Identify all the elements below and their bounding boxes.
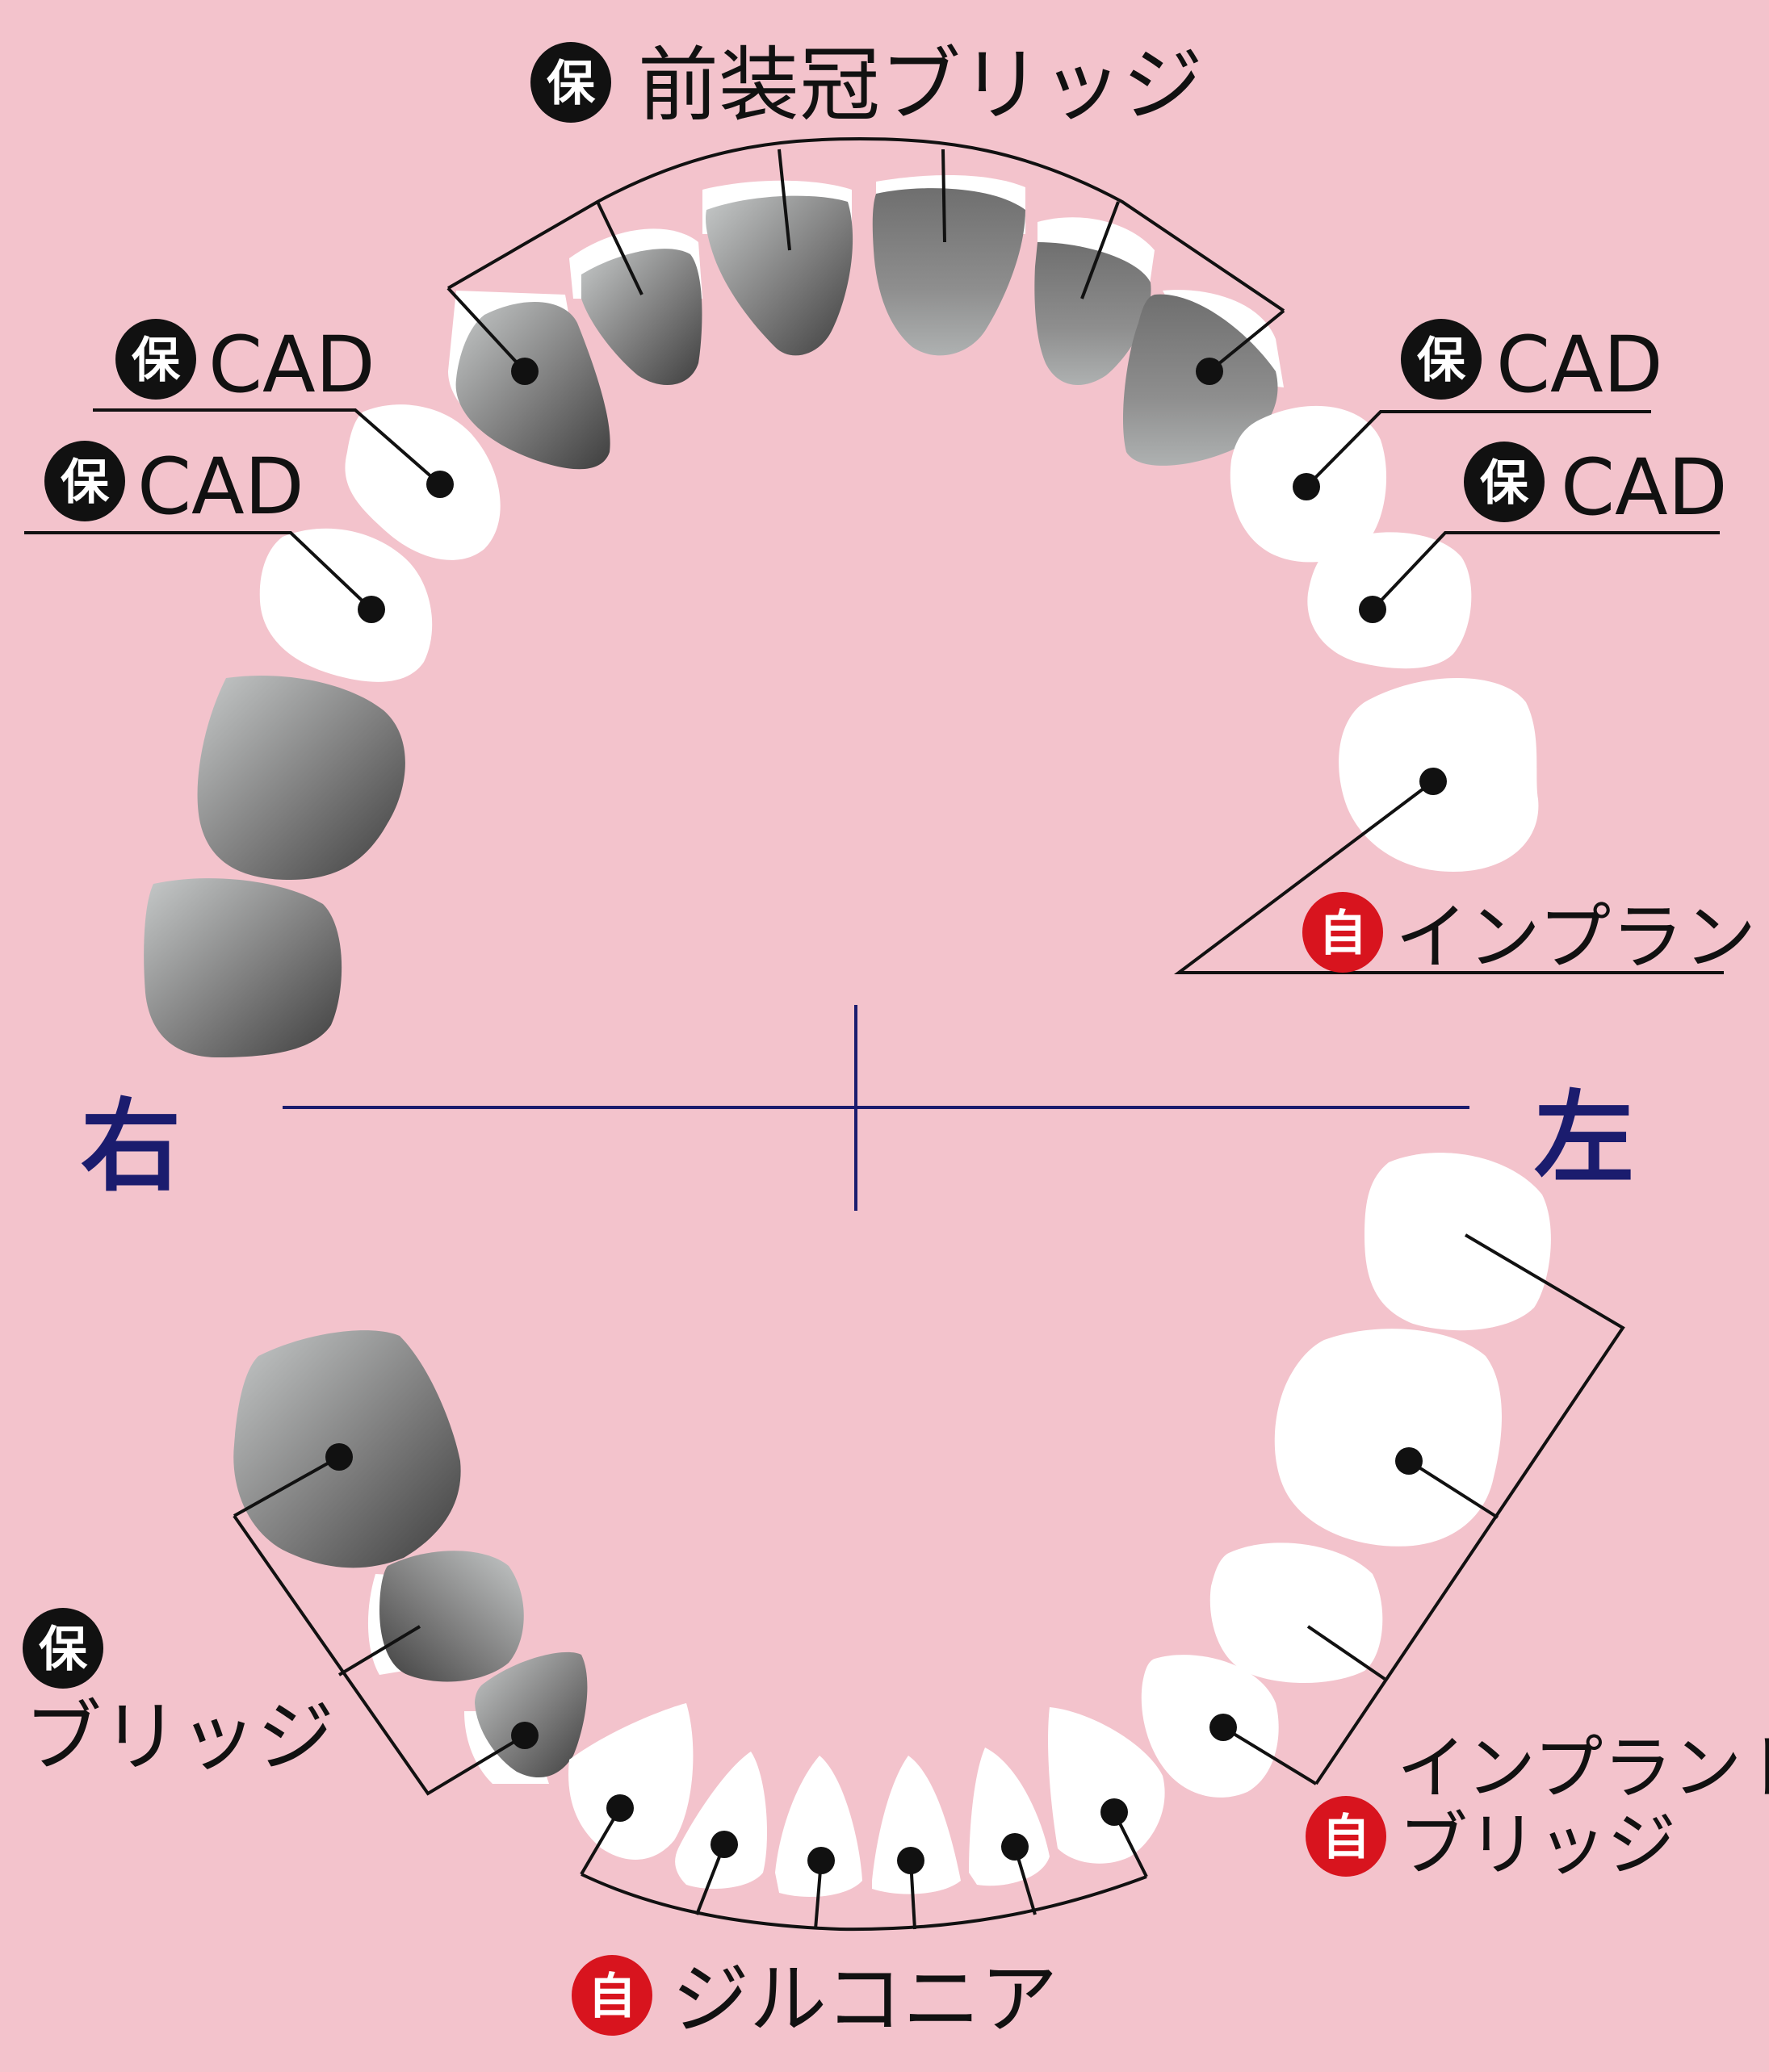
label-upper-front-bridge: 保 前装冠ブリッジ xyxy=(530,38,1203,132)
lower-left-implant-bridge-line2: ブリッジ xyxy=(1398,1805,1676,1886)
self-pay-badge-text: 自 xyxy=(1322,1810,1370,1866)
insurance-badge xyxy=(1464,442,1545,522)
lower-front-zirconia-text: ジルコニア xyxy=(672,1954,1058,2045)
right-side-label: 右 xyxy=(81,1089,181,1205)
lower-right-bridge-text: ブリッジ xyxy=(24,1692,334,1782)
label-cad-upper-right-1: 保 CAD xyxy=(115,319,375,410)
lower-left-implant-bridge-line1: インプラント xyxy=(1397,1728,1769,1809)
left-side-label: 左 xyxy=(1534,1081,1634,1197)
insurance-badge-text: 保 xyxy=(1417,333,1466,389)
tooth-lower-right-4 xyxy=(475,1651,588,1778)
self-pay-badge xyxy=(1306,1796,1386,1877)
tooth-lower-left-6 xyxy=(1274,1329,1502,1547)
leader-dots xyxy=(325,358,1447,1874)
label-cad-upper-left-2: 保 CAD xyxy=(1464,442,1728,533)
cad-upper-left-1-text: CAD xyxy=(1496,320,1663,410)
label-cad-upper-right-2: 保 CAD xyxy=(44,441,304,532)
tooth-lower-right-2 xyxy=(675,1752,767,1889)
insurance-badge-text: 保 xyxy=(547,56,596,112)
insurance-badge-text: 保 xyxy=(39,1622,88,1678)
implant-upper-left-text: インプラント xyxy=(1395,895,1769,980)
cad-upper-right-2-text: CAD xyxy=(137,442,304,532)
label-lower-front-zirconia: 自 ジルコニア xyxy=(572,1954,1058,2045)
tooth-upper-left-1 xyxy=(872,188,1025,356)
tooth-lower-left-1 xyxy=(872,1756,961,1894)
self-pay-badge-text: 自 xyxy=(1318,906,1367,962)
tooth-upper-left-5 xyxy=(1307,532,1472,669)
insurance-badge xyxy=(115,319,196,400)
label-implant-upper-left: 自 インプラント xyxy=(1302,892,1769,980)
tooth-lower-right-5 xyxy=(379,1551,524,1682)
label-lower-left-implant-bridge: インプラント 自 ブリッジ xyxy=(1306,1728,1769,1886)
insurance-badge xyxy=(530,42,611,123)
tooth-upper-right-3 xyxy=(455,301,610,470)
tooth-upper-right-5 xyxy=(259,528,433,682)
cad-upper-left-2-text: CAD xyxy=(1561,442,1728,533)
label-cad-upper-left-1: 保 CAD xyxy=(1401,319,1663,410)
self-pay-badge xyxy=(572,1955,652,2036)
tooth-upper-right-7 xyxy=(144,878,342,1057)
cad-upper-right-1-text: CAD xyxy=(208,320,375,410)
tooth-lower-left-5 xyxy=(1209,1542,1383,1683)
tooth-lower-right-3 xyxy=(568,1703,694,1860)
upper-front-bridge-text: 前装冠ブリッジ xyxy=(638,38,1203,132)
insurance-badge-text: 保 xyxy=(1480,455,1529,512)
label-lower-right-bridge: 保 ブリッジ xyxy=(23,1608,334,1782)
tooth-lower-right-1 xyxy=(775,1756,862,1897)
insurance-badge-text: 保 xyxy=(132,333,181,389)
tooth-lower-left-2 xyxy=(969,1748,1050,1886)
tooth-upper-right-6 xyxy=(197,675,405,880)
tooth-upper-left-2 xyxy=(1034,242,1151,385)
tooth-upper-right-2 xyxy=(581,249,702,385)
tooth-lower-left-7 xyxy=(1364,1153,1551,1331)
self-pay-badge xyxy=(1302,892,1383,973)
tooth-upper-right-1 xyxy=(706,195,853,356)
insurance-badge xyxy=(44,441,125,521)
quadrant-axis xyxy=(283,1005,1469,1211)
insurance-badge xyxy=(23,1608,103,1689)
tooth-upper-right-4 xyxy=(345,404,501,560)
self-pay-badge-text: 自 xyxy=(588,1969,636,2025)
insurance-badge xyxy=(1401,319,1482,400)
tooth-lower-left-3 xyxy=(1048,1707,1165,1864)
insurance-badge-text: 保 xyxy=(61,454,110,511)
